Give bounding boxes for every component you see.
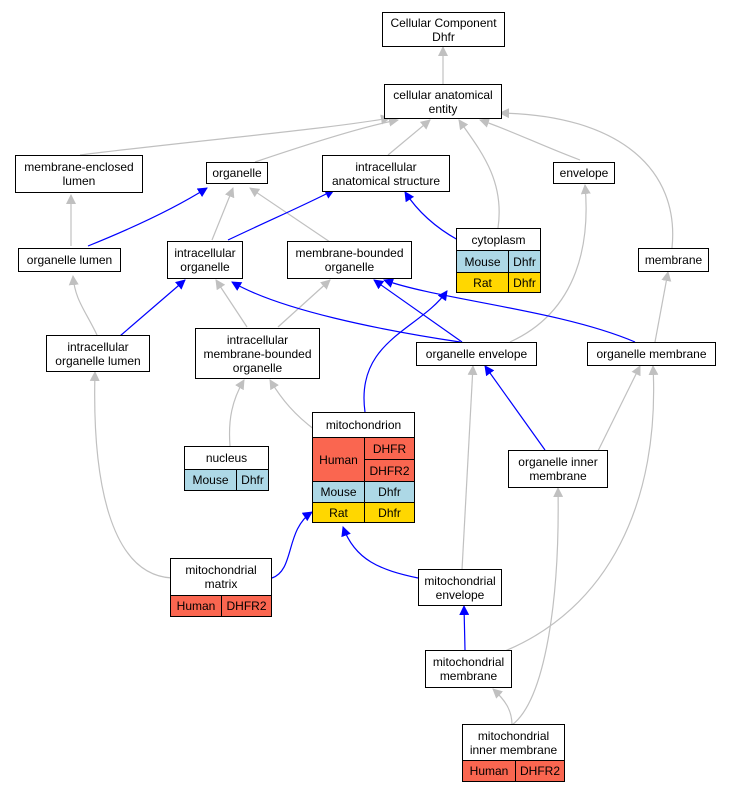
edge-io-organelle bbox=[211, 187, 235, 241]
mitochondrion-rat-species: Rat bbox=[313, 502, 364, 522]
edge-imbo-io bbox=[215, 279, 248, 328]
node-intracellular-organelle[interactable]: intracellular organelle bbox=[167, 241, 243, 279]
edge-matrix-iol bbox=[89, 371, 173, 579]
edge-oenv-io bbox=[231, 281, 461, 343]
mitochondrion-human-gene-dhfr: DHFR bbox=[364, 437, 414, 459]
edge-menv-mito bbox=[341, 526, 419, 579]
edge-mim-mmem bbox=[492, 688, 513, 726]
node-nucleus[interactable]: nucleus Mouse Dhfr bbox=[184, 446, 269, 491]
matrix-human-species: Human bbox=[171, 595, 221, 616]
node-organelle-lumen[interactable]: organelle lumen bbox=[18, 248, 121, 272]
node-mitochondrion[interactable]: mitochondrion Human DHFR DHFR2 Mouse Dhf… bbox=[312, 412, 415, 523]
node-cytoplasm-title: cytoplasm bbox=[457, 229, 540, 250]
mim-human-species: Human bbox=[463, 760, 515, 781]
node-mitochondrial-membrane[interactable]: mitochondrial membrane bbox=[425, 650, 512, 688]
edge-cytoplasm-cae bbox=[458, 119, 500, 229]
node-cellular-anatomical-entity[interactable]: cellular anatomical entity bbox=[384, 84, 502, 119]
cytoplasm-rat-species: Rat bbox=[457, 272, 508, 292]
cytoplasm-rat-gene: Dhfr bbox=[508, 272, 540, 292]
node-mitochondrial-matrix-title: mitochondrial matrix bbox=[171, 559, 271, 595]
node-mitochondrial-matrix[interactable]: mitochondrial matrix Human DHFR2 bbox=[170, 558, 272, 617]
edge-organelle-cae bbox=[254, 116, 399, 163]
node-membrane-bounded-organelle[interactable]: membrane-bounded organelle bbox=[287, 241, 412, 279]
node-membrane-enclosed-lumen[interactable]: membrane-enclosed lumen bbox=[15, 155, 143, 193]
node-organelle-envelope[interactable]: organelle envelope bbox=[416, 342, 537, 366]
edge-cytoplasm-ias bbox=[404, 191, 459, 241]
edge-menv-oenv bbox=[461, 365, 478, 571]
cytoplasm-mouse-gene: Dhfr bbox=[508, 250, 540, 272]
edge-mito-cytoplasm bbox=[363, 290, 448, 413]
node-mitochondrial-envelope[interactable]: mitochondrial envelope bbox=[418, 569, 502, 606]
edge-oenv-mbo bbox=[373, 279, 463, 343]
edge-mel-cae bbox=[79, 114, 391, 156]
matrix-human-gene: DHFR2 bbox=[221, 595, 271, 616]
nucleus-mouse-species: Mouse bbox=[185, 469, 236, 490]
edge-mito-imbo bbox=[269, 379, 316, 431]
edge-mim-oim bbox=[511, 487, 564, 726]
edge-imbo-mbo bbox=[277, 279, 331, 328]
node-mitochondrial-inner-membrane[interactable]: mitochondrial inner membrane Human DHFR2 bbox=[462, 724, 565, 782]
edge-oim-oenv bbox=[484, 365, 546, 451]
edge-mmem-omem bbox=[499, 365, 659, 654]
edge-oenv-envelope bbox=[509, 184, 591, 343]
node-intracellular-anatomical-structure[interactable]: intracellular anatomical structure bbox=[322, 155, 450, 192]
edge-io-ias bbox=[227, 189, 335, 241]
nucleus-mouse-gene: Dhfr bbox=[236, 469, 268, 490]
node-membrane[interactable]: membrane bbox=[638, 248, 709, 272]
node-cellular-component[interactable]: Cellular Component Dhfr bbox=[382, 12, 505, 47]
node-organelle-membrane[interactable]: organelle membrane bbox=[587, 342, 716, 366]
cytoplasm-mouse-species: Mouse bbox=[457, 250, 508, 272]
node-intracellular-membrane-bounded-organelle[interactable]: intracellular membrane-bounded organelle bbox=[195, 328, 320, 379]
mim-human-gene: DHFR2 bbox=[515, 760, 564, 781]
edge-matrix-mito bbox=[271, 511, 313, 579]
edge-mmem-menv bbox=[459, 605, 470, 651]
edge-ol-organelle bbox=[87, 187, 208, 247]
edge-omem-mbo bbox=[383, 278, 636, 343]
node-intracellular-organelle-lumen[interactable]: intracellular organelle lumen bbox=[46, 335, 150, 372]
mitochondrion-human-species: Human bbox=[313, 437, 364, 481]
node-organelle-inner-membrane[interactable]: organelle inner membrane bbox=[508, 450, 608, 488]
edge-iol-io bbox=[119, 279, 186, 337]
edge-oim-omem bbox=[596, 365, 641, 454]
mitochondrion-human-gene-dhfr2: DHFR2 bbox=[364, 459, 414, 481]
edge-mbo-organelle bbox=[249, 187, 331, 243]
edge-membrane-cae bbox=[499, 108, 674, 249]
node-mitochondrial-inner-membrane-title: mitochondrial inner membrane bbox=[463, 725, 564, 760]
node-nucleus-title: nucleus bbox=[185, 447, 268, 469]
node-envelope[interactable]: envelope bbox=[553, 162, 615, 184]
edge-ias-cae bbox=[387, 119, 431, 156]
mitochondrion-mouse-species: Mouse bbox=[313, 481, 364, 502]
edge-envelope-cae bbox=[479, 118, 581, 161]
node-mitochondrion-title: mitochondrion bbox=[313, 413, 414, 437]
edge-nucleus-imbo bbox=[228, 379, 245, 447]
node-cytoplasm[interactable]: cytoplasm Mouse Dhfr Rat Dhfr bbox=[456, 228, 541, 293]
mitochondrion-rat-gene: Dhfr bbox=[364, 502, 414, 522]
node-organelle[interactable]: organelle bbox=[206, 162, 268, 184]
edge-iol-ol bbox=[68, 275, 98, 336]
mitochondrion-mouse-gene: Dhfr bbox=[364, 481, 414, 502]
edge-omem-membrane bbox=[654, 271, 672, 343]
